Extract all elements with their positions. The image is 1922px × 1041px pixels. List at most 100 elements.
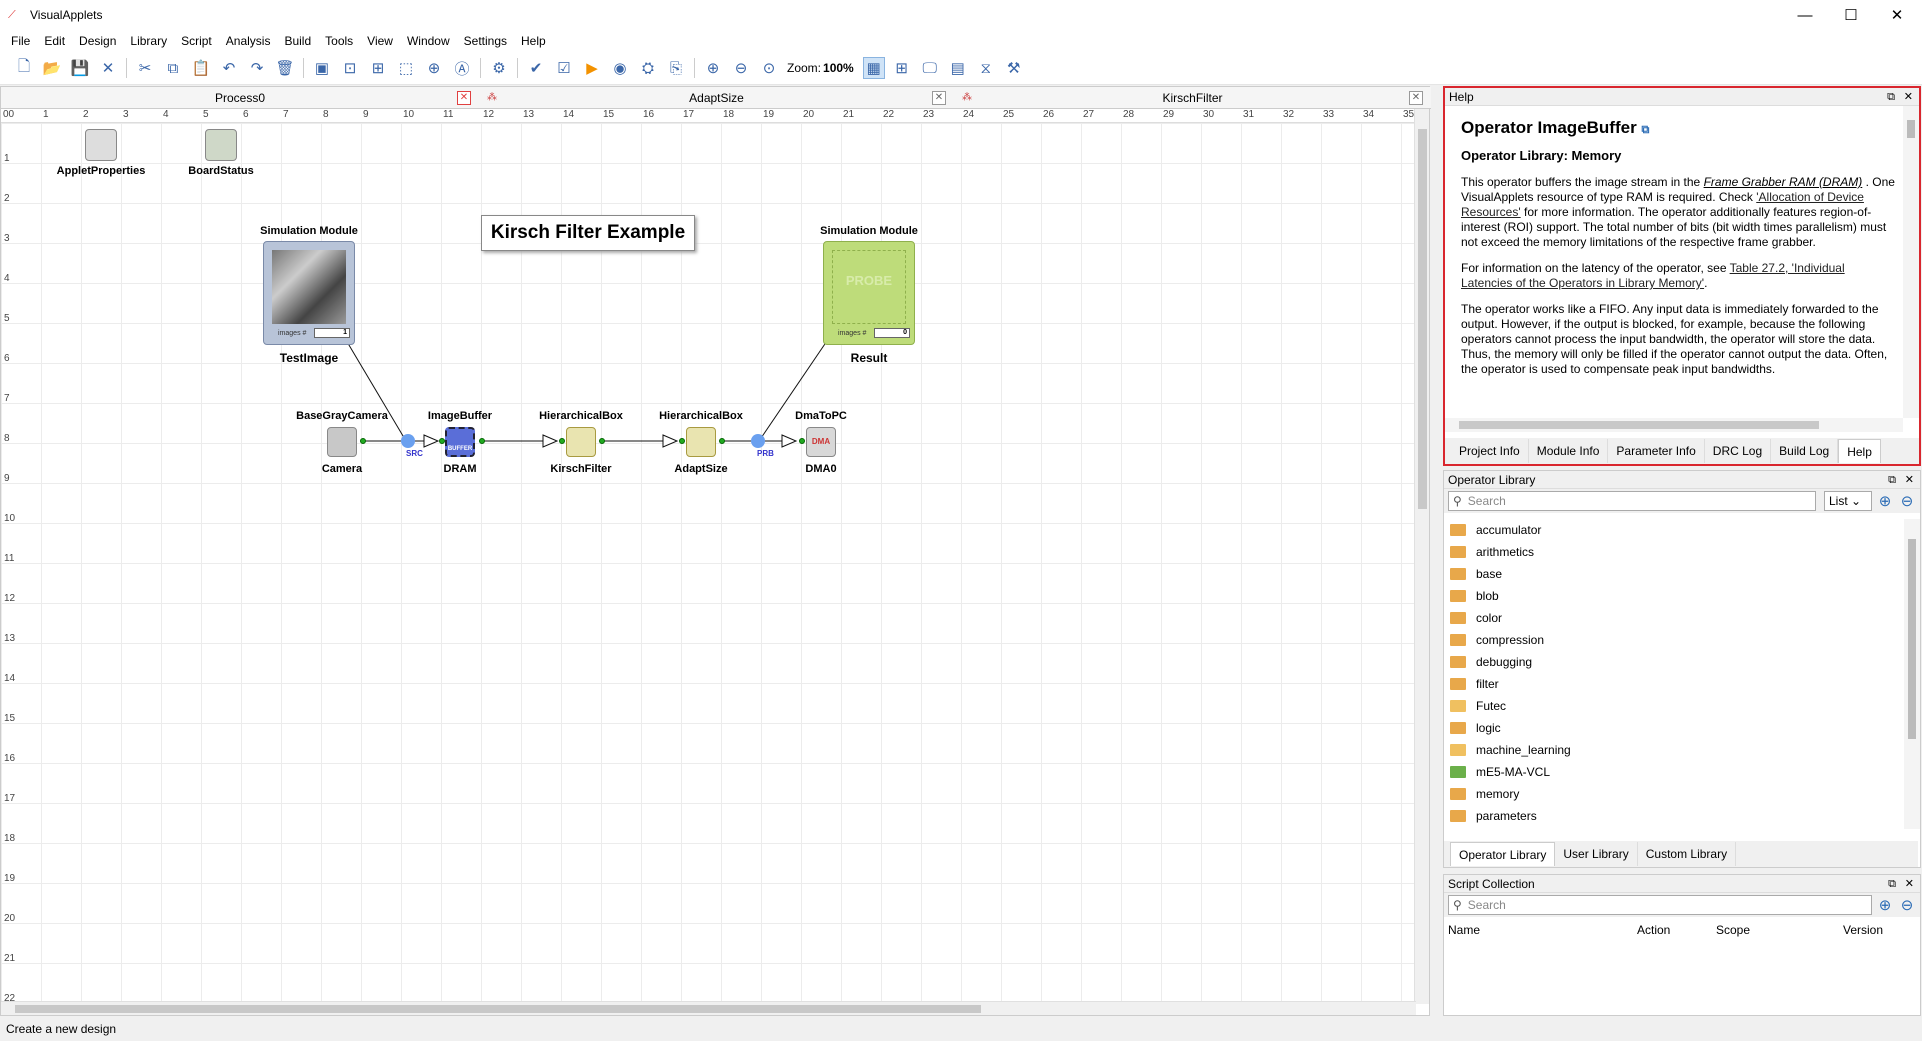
- cut-icon[interactable]: ✂: [138, 60, 152, 77]
- scroll-thumb[interactable]: [15, 1005, 981, 1013]
- scroll-thumb[interactable]: [1907, 120, 1915, 138]
- images-count[interactable]: 1: [314, 328, 350, 338]
- close-tab-icon[interactable]: ✕: [932, 91, 946, 105]
- tab-project-info[interactable]: Project Info: [1451, 439, 1529, 463]
- menu-window[interactable]: Window: [406, 34, 450, 48]
- kirschfilter-box[interactable]: HierarchicalBox KirschFilter: [539, 410, 623, 475]
- menu-help[interactable]: Help: [521, 34, 546, 48]
- list-item[interactable]: parameters: [1450, 805, 1904, 827]
- zoom-out-icon[interactable]: ⊖: [1900, 897, 1914, 914]
- design-rules-icon[interactable]: ⚙: [492, 60, 506, 77]
- list-item[interactable]: mE5-MA-VCL: [1450, 761, 1904, 783]
- menu-library[interactable]: Library: [130, 34, 168, 48]
- scroll-thumb[interactable]: [1418, 129, 1427, 509]
- help-vertical-scrollbar[interactable]: [1903, 106, 1919, 418]
- zoom-out-icon[interactable]: ⊖: [1900, 493, 1914, 510]
- copy-icon[interactable]: ⧉: [167, 59, 179, 77]
- help-horizontal-scrollbar[interactable]: [1445, 418, 1903, 432]
- view-mode-select[interactable]: List ⌄: [1824, 491, 1872, 511]
- undock-icon[interactable]: ⁂: [487, 92, 497, 103]
- zoom-in-icon[interactable]: ⊕: [706, 60, 720, 77]
- minimize-button[interactable]: —: [1797, 6, 1813, 24]
- list-item[interactable]: memory: [1450, 783, 1904, 805]
- simulation-icon[interactable]: ◉: [613, 60, 627, 77]
- menu-analysis[interactable]: Analysis: [225, 34, 271, 48]
- resource-icon[interactable]: ⛭: [641, 59, 654, 77]
- tab-custom-library[interactable]: Custom Library: [1638, 842, 1737, 866]
- close-panel-icon[interactable]: ✕: [1904, 474, 1914, 486]
- column-header-version[interactable]: Version: [1843, 923, 1884, 937]
- images-count[interactable]: 0: [874, 328, 910, 338]
- menu-settings[interactable]: Settings: [463, 34, 507, 48]
- menu-file[interactable]: File: [11, 34, 31, 48]
- close-window-button[interactable]: ✕: [1890, 7, 1904, 24]
- simulation-module-testimage[interactable]: Simulation Module images # 1 TestImage: [260, 225, 358, 365]
- tab-operator-library[interactable]: Operator Library: [1450, 842, 1556, 866]
- list-item[interactable]: debugging: [1450, 651, 1904, 673]
- editor-horizontal-scrollbar[interactable]: [1, 1001, 1416, 1015]
- undock-icon[interactable]: ⁂: [962, 92, 972, 103]
- undock-icon[interactable]: ⧉: [1888, 474, 1896, 486]
- scroll-thumb[interactable]: [1459, 421, 1819, 429]
- menu-edit[interactable]: Edit: [44, 34, 66, 48]
- undo-icon[interactable]: ↶: [222, 60, 236, 77]
- menu-design[interactable]: Design: [79, 34, 117, 48]
- drc-check-icon[interactable]: ✔: [529, 60, 543, 77]
- column-header-scope[interactable]: Scope: [1716, 923, 1751, 937]
- list-item[interactable]: filter: [1450, 673, 1904, 695]
- output-port[interactable]: [599, 438, 605, 444]
- hierarchy-icon[interactable]: ⧖: [980, 59, 991, 77]
- close-tab-icon[interactable]: ✕: [1409, 91, 1423, 105]
- input-port[interactable]: [559, 438, 565, 444]
- menu-build[interactable]: Build: [284, 34, 312, 48]
- export-icon[interactable]: ⎘: [669, 59, 682, 77]
- maximize-button[interactable]: ☐: [1844, 7, 1858, 24]
- board-status-operator[interactable]: BoardStatus: [188, 129, 254, 177]
- column-header-action[interactable]: Action: [1637, 923, 1671, 937]
- open-icon[interactable]: 📂: [42, 60, 62, 77]
- layout-icon[interactable]: ▤: [950, 60, 965, 77]
- monitor-icon[interactable]: 🖵: [922, 59, 937, 77]
- add-link-icon[interactable]: ⊕: [427, 60, 441, 77]
- input-port[interactable]: [679, 438, 685, 444]
- column-header-name[interactable]: Name: [1448, 923, 1481, 937]
- library-search-input[interactable]: ⚲Search: [1448, 491, 1816, 511]
- select-region-icon[interactable]: ⬚: [398, 60, 414, 77]
- camera-operator[interactable]: BaseGrayCamera Camera: [296, 410, 388, 475]
- probe-point[interactable]: [751, 434, 765, 448]
- output-port[interactable]: [360, 438, 366, 444]
- menu-view[interactable]: View: [367, 34, 393, 48]
- simulation-module-result[interactable]: Simulation Module PROBE images # 0 Resul…: [820, 225, 918, 365]
- output-port[interactable]: [479, 438, 485, 444]
- tab-help[interactable]: Help: [1838, 439, 1881, 463]
- input-port[interactable]: [439, 438, 445, 444]
- editor-vertical-scrollbar[interactable]: [1414, 109, 1429, 1004]
- delete-icon[interactable]: 🗑: [275, 60, 295, 77]
- zoom-in-icon[interactable]: ⊕: [1878, 897, 1892, 914]
- align-icon[interactable]: ⊞: [895, 60, 908, 77]
- close-panel-icon[interactable]: ✕: [1904, 878, 1914, 890]
- add-comment-icon[interactable]: Ⓐ: [454, 60, 470, 78]
- add-port-icon[interactable]: ⊞: [371, 60, 385, 77]
- tab-drc-log[interactable]: DRC Log: [1705, 439, 1772, 463]
- zoom-out-icon[interactable]: ⊖: [734, 60, 748, 77]
- dmatopc-operator[interactable]: DmaToPC DMA DMA0: [795, 410, 847, 475]
- settings-tool-icon[interactable]: ⚒: [1006, 60, 1021, 77]
- list-item[interactable]: arithmetics: [1450, 541, 1904, 563]
- list-item[interactable]: machine_learning: [1450, 739, 1904, 761]
- tab-user-library[interactable]: User Library: [1555, 842, 1638, 866]
- list-item[interactable]: color: [1450, 607, 1904, 629]
- list-item[interactable]: Futec: [1450, 695, 1904, 717]
- tab-kirschfilter[interactable]: ⁂ KirschFilter ✕: [954, 87, 1431, 109]
- undock-icon[interactable]: ⧉: [1888, 878, 1896, 890]
- adaptsize-box[interactable]: HierarchicalBox AdaptSize: [659, 410, 743, 475]
- close-panel-icon[interactable]: ✕: [1903, 91, 1913, 103]
- tab-parameter-info[interactable]: Parameter Info: [1608, 439, 1705, 463]
- design-canvas[interactable]: Kirsch Filter Example AppletProperties B…: [1, 123, 1416, 1003]
- list-item[interactable]: blob: [1450, 585, 1904, 607]
- paste-icon[interactable]: 📋: [191, 60, 211, 77]
- input-port[interactable]: [799, 438, 805, 444]
- zoom-in-icon[interactable]: ⊕: [1878, 493, 1892, 510]
- script-search-input[interactable]: ⚲Search: [1448, 895, 1872, 915]
- list-item[interactable]: base: [1450, 563, 1904, 585]
